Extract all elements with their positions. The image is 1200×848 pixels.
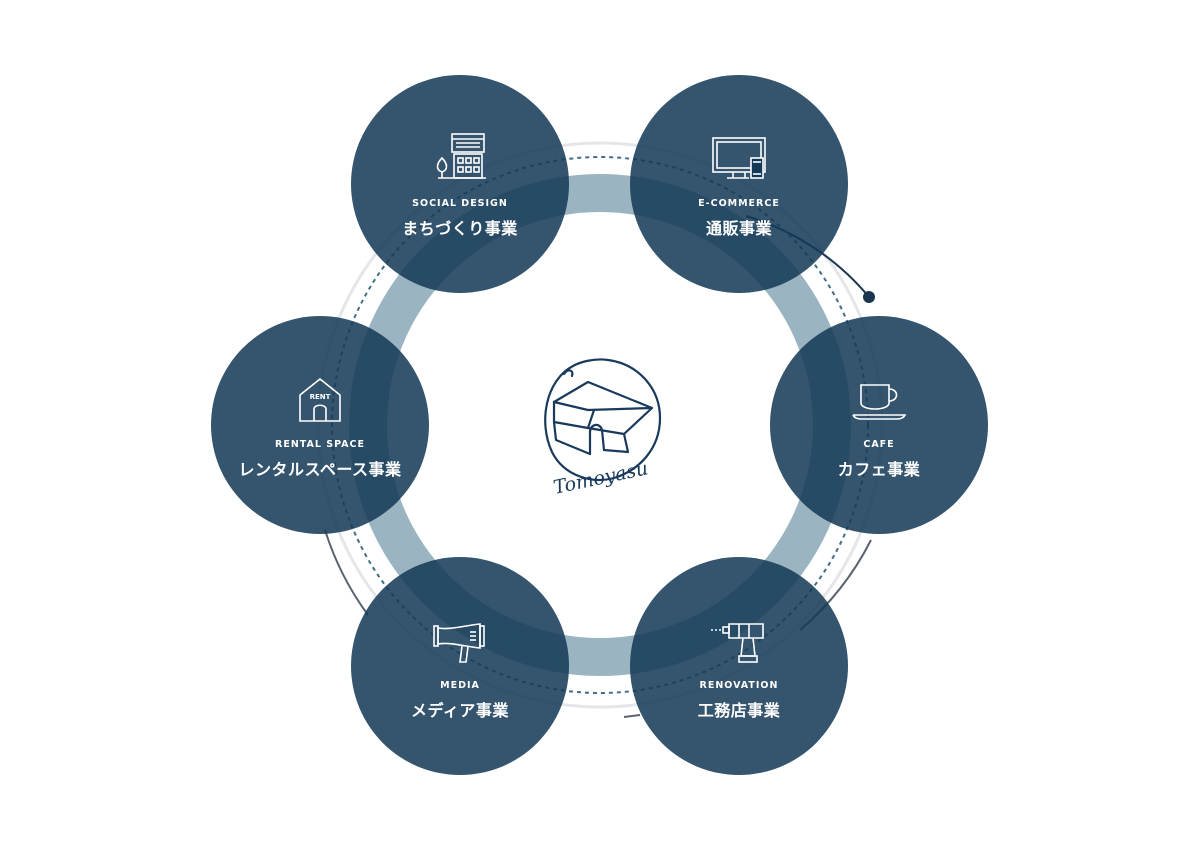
node-en-label: RENTAL SPACE <box>275 438 365 450</box>
tomoyasu-logo: Tomoyasu <box>528 352 674 502</box>
node-jp-label: メディア事業 <box>411 700 509 720</box>
node-jp-label: レンタルスペース事業 <box>238 459 402 479</box>
house-logo-icon: Tomoyasu <box>544 358 662 499</box>
node-en-label: MEDIA <box>440 679 480 691</box>
monitor-icon <box>709 130 769 190</box>
node-jp-label: 工務店事業 <box>697 700 781 720</box>
coffee-cup-icon <box>849 371 909 431</box>
drill-icon <box>709 612 769 672</box>
house-rent-icon: RENT <box>290 371 350 431</box>
node-media[interactable]: MEDIA メディア事業 <box>351 557 569 775</box>
node-en-label: E-COMMERCE <box>698 197 780 209</box>
rent-text: RENT <box>310 393 331 401</box>
node-jp-label: 通販事業 <box>705 218 772 238</box>
node-jp-label: カフェ事業 <box>837 459 921 479</box>
arc-end-dot <box>863 291 875 303</box>
node-renovation[interactable]: RENOVATION 工務店事業 <box>630 557 848 775</box>
node-social-design[interactable]: SOCIAL DESIGN まちづくり事業 <box>351 75 569 293</box>
node-en-label: SOCIAL DESIGN <box>412 197 508 209</box>
megaphone-icon <box>430 612 490 672</box>
building-icon <box>430 130 490 190</box>
node-jp-label: まちづくり事業 <box>402 218 518 238</box>
node-e-commerce[interactable]: E-COMMERCE 通販事業 <box>630 75 848 293</box>
outer-arc-left <box>324 529 369 616</box>
node-cafe[interactable]: CAFE カフェ事業 <box>770 316 988 534</box>
logo-wordmark: Tomoyasu <box>551 457 650 499</box>
outer-arc-bottom <box>623 714 641 718</box>
node-en-label: RENOVATION <box>699 679 779 691</box>
node-en-label: CAFE <box>863 438 895 450</box>
node-rental-space[interactable]: RENT RENTAL SPACE レンタルスペース事業 <box>211 316 429 534</box>
